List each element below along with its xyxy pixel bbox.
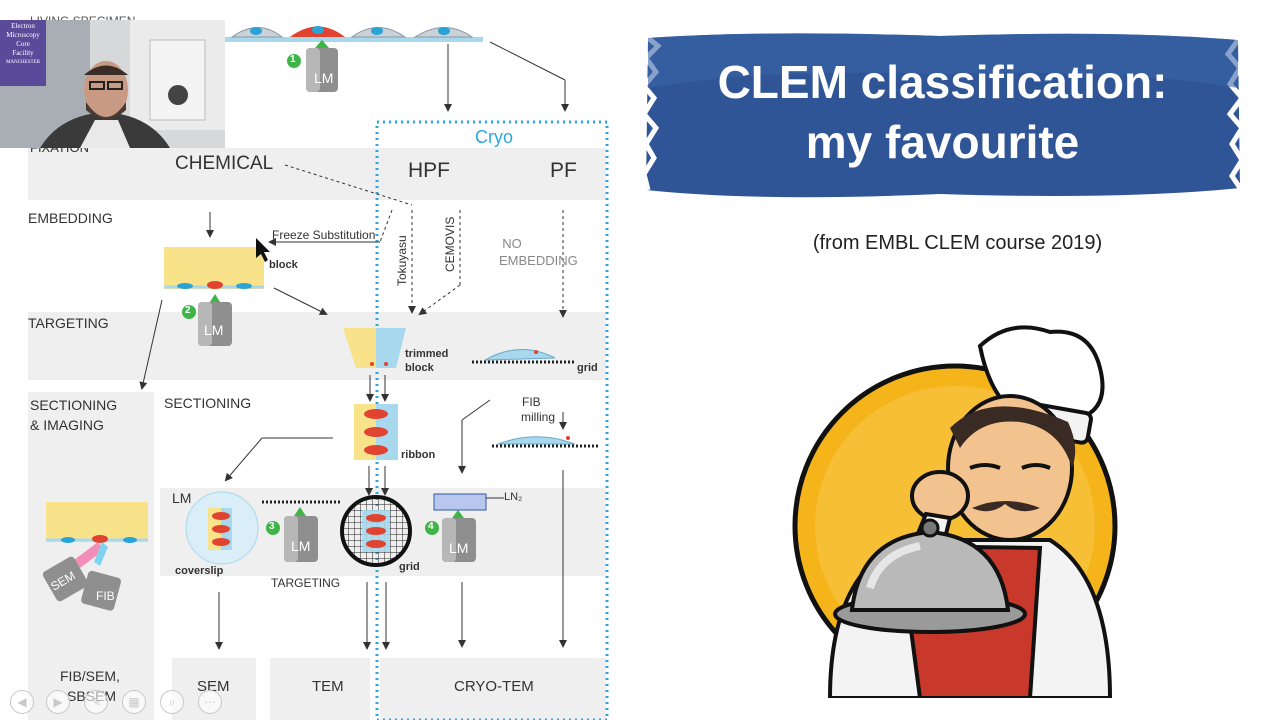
label-hpf: HPF: [408, 159, 450, 182]
zoom-button[interactable]: ⌕: [160, 690, 184, 714]
label-sectioning-imaging-1: SECTIONING: [30, 397, 118, 413]
label-grid-tem: grid: [399, 561, 420, 573]
label-chemical: CHEMICAL: [175, 153, 274, 174]
label-fib-probe: FIB: [96, 589, 115, 603]
label-sectioning: SECTIONING: [164, 395, 252, 411]
webcam-video: [0, 20, 225, 148]
label-coverslip: coverslip: [175, 565, 224, 577]
clem-classification-diagram: LIVING SPECIMEN FIXATION CHEMICAL Cryo H…: [0, 0, 615, 722]
label-lm-2: LM: [204, 322, 224, 338]
next-slide-button[interactable]: ▶: [46, 690, 70, 714]
cursor-icon: [256, 238, 270, 262]
slide-title-line-1: CLEM classification:: [717, 56, 1168, 108]
step-2-number: 2: [185, 305, 191, 316]
pen-tool-button[interactable]: ✎: [84, 690, 108, 714]
step-4-number: 4: [428, 521, 434, 532]
title-banner: [640, 33, 1245, 198]
label-output-tem: TEM: [312, 678, 344, 695]
label-lm-1: LM: [314, 70, 334, 86]
label-no: NO: [502, 236, 522, 251]
label-fib: FIB: [522, 395, 541, 409]
label-sectioning-imaging-2: & IMAGING: [30, 417, 104, 433]
label-output-cryo-tem: CRYO-TEM: [454, 678, 534, 695]
label-embedding: EMBEDDING: [28, 210, 113, 226]
label-cemovis: CEMOVIS: [443, 216, 457, 272]
step-1-number: 1: [290, 54, 296, 65]
label-lm-section: LM: [172, 490, 192, 506]
label-cryo: Cryo: [475, 127, 514, 147]
logo-line-3: Core: [16, 40, 30, 48]
label-lm-4: LM: [449, 540, 469, 556]
label-pf: PF: [550, 159, 577, 182]
slides-grid-button[interactable]: ▦: [122, 690, 146, 714]
diagram-graphics: [28, 26, 609, 722]
presenter-webcam: Electron Microscopy Core Facility MANCHE…: [0, 20, 225, 148]
label-ribbon: ribbon: [401, 449, 436, 461]
label-grid-cryo: grid: [577, 362, 598, 374]
label-block: block: [269, 259, 298, 271]
facility-logo: Electron Microscopy Core Facility MANCHE…: [2, 22, 44, 67]
more-options-button[interactable]: ⋯: [198, 690, 222, 714]
label-no-embedding: EMBEDDING: [499, 253, 578, 268]
label-freeze-substitution: Freeze Substitution: [272, 228, 376, 242]
label-targeting-small: TARGETING: [271, 576, 341, 590]
label-fib-milling: milling: [521, 410, 556, 424]
slide-title: CLEM classification: my favourite: [640, 52, 1245, 172]
label-output-fib-sem: FIB/SEM,: [60, 668, 120, 684]
label-trimmed-block: block: [405, 362, 434, 374]
previous-slide-button[interactable]: ◀: [10, 690, 34, 714]
step-3-number: 3: [269, 521, 275, 532]
logo-line-5: MANCHESTER: [6, 60, 40, 65]
logo-line-1: Electron: [11, 22, 35, 30]
slide-subtitle: (from EMBL CLEM course 2019): [812, 232, 1103, 254]
chef-illustration: [792, 325, 1118, 698]
label-targeting: TARGETING: [28, 315, 109, 331]
slide-title-line-2: my favourite: [805, 116, 1080, 168]
label-lm-3: LM: [291, 538, 311, 554]
label-tokuyasu: Tokuyasu: [395, 235, 409, 286]
label-trimmed: trimmed: [405, 348, 449, 360]
logo-line-2: Microscopy: [6, 31, 40, 39]
logo-line-4: Facility: [12, 49, 34, 57]
label-ln2: LN₂: [504, 491, 523, 503]
